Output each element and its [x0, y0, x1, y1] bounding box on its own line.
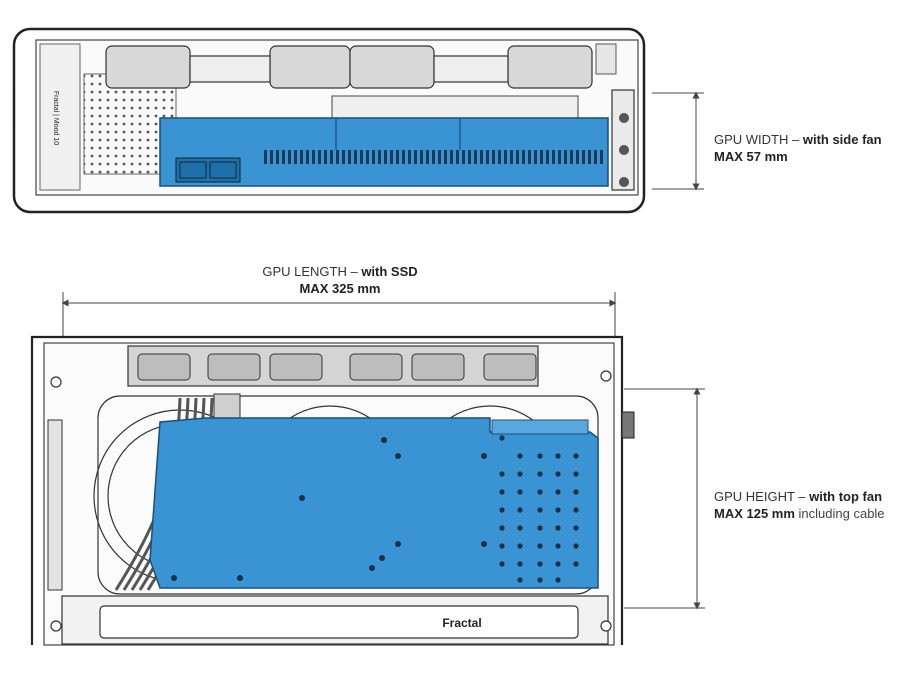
gpu-height-prefix: GPU HEIGHT –	[714, 489, 810, 504]
gpu-side	[149, 417, 599, 589]
gpu-body-side	[149, 417, 599, 589]
gpu-fins	[262, 150, 604, 164]
top-fan-rail	[127, 345, 539, 387]
height-dimension	[624, 387, 705, 610]
side-panel	[39, 43, 81, 191]
gpu-vent-holes	[499, 435, 579, 583]
io-bracket	[611, 89, 635, 191]
width-dimension	[652, 91, 704, 191]
gpu-length-prefix: GPU LENGTH –	[262, 264, 362, 279]
side-panel-text: Fractal | Mood 10	[52, 91, 59, 145]
fan-blade	[137, 353, 191, 381]
fan-block	[269, 45, 351, 89]
gpu-width-condition: with side fan	[802, 132, 882, 147]
fan-blade	[207, 353, 261, 381]
gpu-height-suffix: including cable	[794, 506, 885, 521]
fan-blade	[349, 353, 403, 381]
fan-block	[349, 45, 435, 89]
left-bracket	[47, 419, 63, 591]
top-fans	[105, 45, 593, 89]
top-view: Fractal | Mood 10	[12, 27, 704, 214]
gpu-length-label: GPU LENGTH – with SSD MAX 325 mm	[240, 263, 440, 297]
io-port	[621, 411, 635, 439]
fan-blade	[411, 353, 465, 381]
length-dimension	[61, 292, 617, 340]
logo-plate	[99, 605, 579, 639]
gpu-height-label: GPU HEIGHT – with top fan MAX 125 mm inc…	[714, 488, 885, 522]
side-view: Fractal	[30, 292, 705, 646]
gpu-top	[159, 117, 609, 187]
fan-blade	[483, 353, 537, 381]
fan-block	[507, 45, 593, 89]
fan-blade	[269, 353, 323, 381]
gpu-height-condition: with top fan	[809, 489, 883, 504]
gpu-height-max: MAX 125 mm	[714, 506, 795, 521]
gpu-width-prefix: GPU WIDTH –	[714, 132, 803, 147]
fan-bridge	[189, 55, 271, 83]
fractal-logo-text: Fractal	[442, 616, 481, 630]
gpu-length-max: MAX 325 mm	[299, 281, 381, 296]
gpu-width-label: GPU WIDTH – with side fan MAX 57 mm	[714, 131, 882, 165]
gpu-length-condition: with SSD	[361, 264, 418, 279]
fan-block	[105, 45, 191, 89]
fan-bridge	[433, 55, 509, 83]
gpu-width-max: MAX 57 mm	[714, 149, 788, 164]
